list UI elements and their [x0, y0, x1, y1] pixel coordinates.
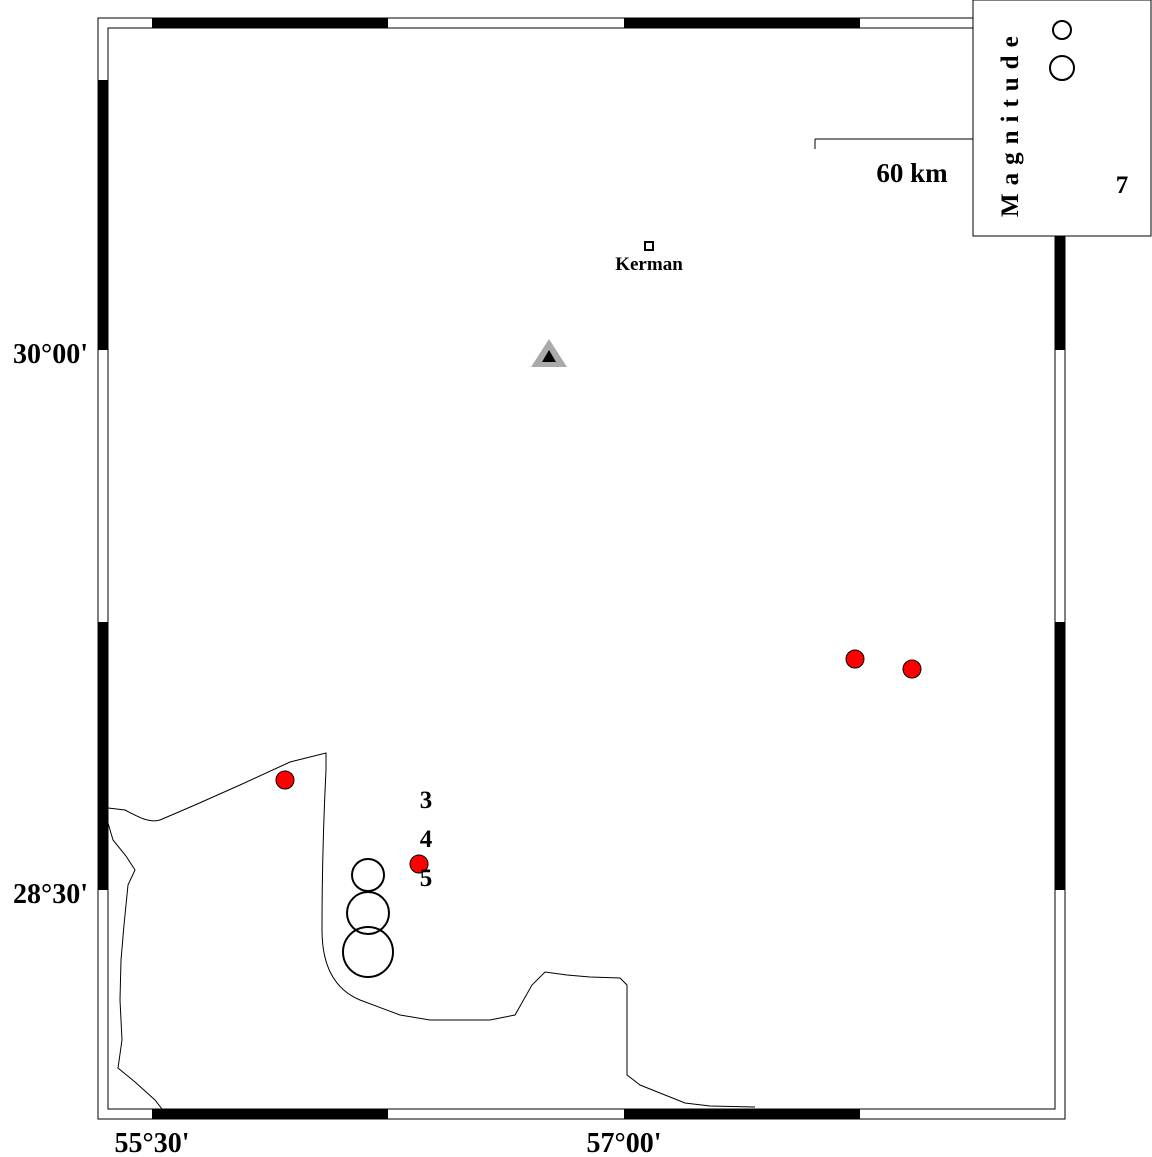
legend-circle-small	[1052, 20, 1072, 40]
city-label: Kerman	[615, 254, 683, 275]
lat-label: 30°00'	[13, 339, 88, 370]
legend-box: Magnitude 7	[972, 0, 1152, 237]
red-circle-icon	[902, 659, 922, 679]
coastline	[107, 752, 756, 1108]
magnitude-scale-circle	[346, 891, 390, 935]
red-circle-icon	[275, 770, 295, 790]
triangle-icon	[531, 339, 567, 367]
magnitude-scale-circle	[351, 858, 385, 892]
lon-label: 55°30'	[115, 1128, 190, 1157]
lon-label: 57°00'	[587, 1128, 662, 1157]
scale-bar	[814, 138, 975, 149]
red-circle-icon	[845, 649, 865, 669]
legend-number: 7	[1116, 172, 1129, 199]
lat-label: 28°30'	[13, 879, 88, 910]
magnitude-scale-circle	[342, 926, 394, 978]
square-icon	[644, 241, 654, 251]
magnitude-label: 3	[420, 787, 433, 814]
magnitude-label: 5	[420, 865, 433, 892]
magnitude-label: 4	[420, 826, 433, 853]
legend-circle-large	[1049, 55, 1075, 81]
red-circle-icon	[409, 854, 429, 874]
coastline-west	[107, 822, 163, 1110]
scale-bar-label: 60 km	[876, 158, 948, 188]
legend-title: Magnitude	[997, 28, 1024, 217]
